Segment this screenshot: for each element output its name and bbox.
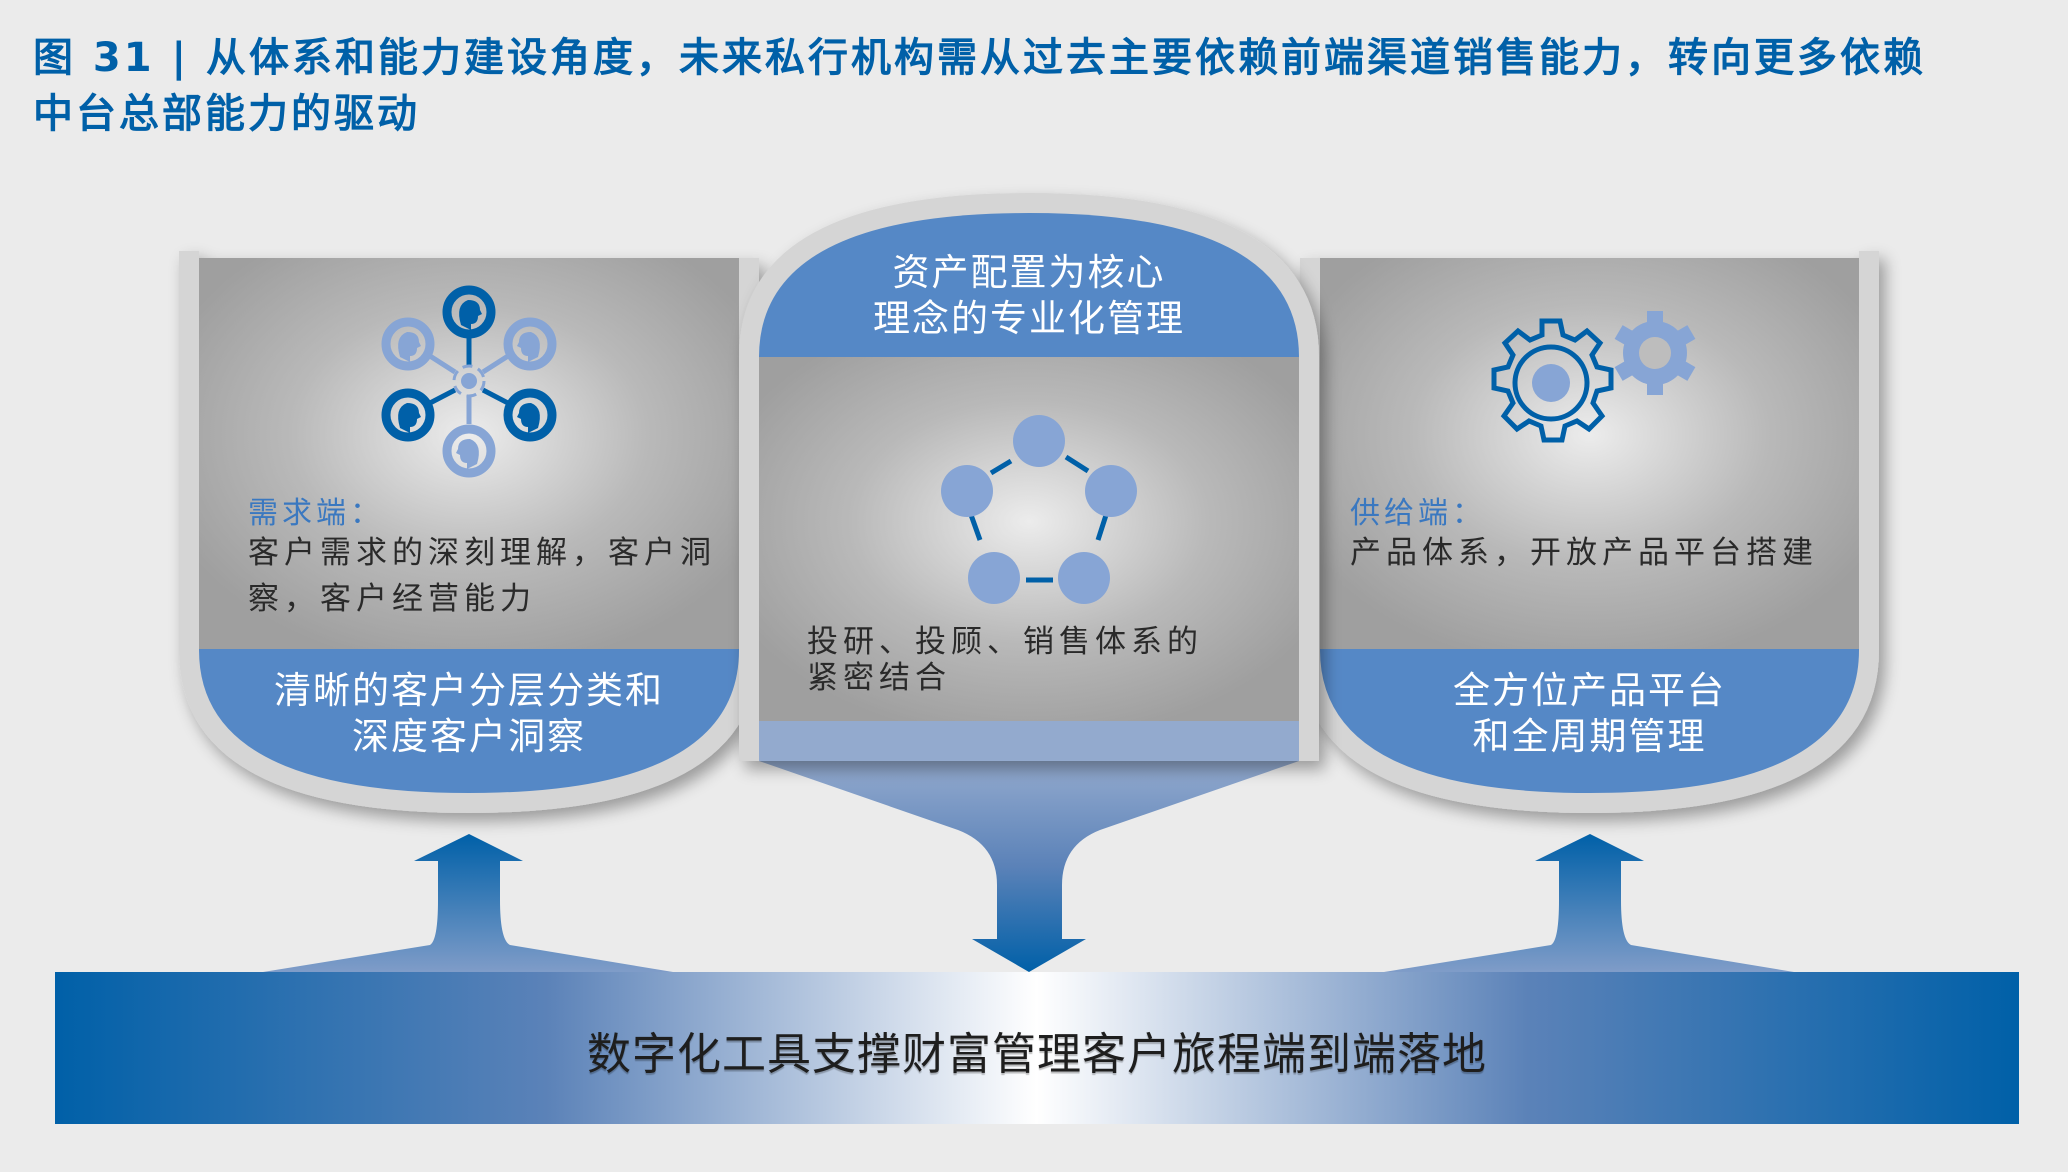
- people-network-icon: [381, 285, 557, 478]
- bottom-bar: [55, 972, 2019, 1124]
- supply-side-description: 产品体系，开放产品平台搭建: [1350, 535, 1818, 571]
- center-down-arrow: [759, 761, 1299, 972]
- left-band-caption-line-2: 深度客户洞察: [352, 715, 586, 758]
- right-band-caption-line-1: 全方位产品平台: [1453, 669, 1726, 712]
- left-band-caption: 清晰的客户分层分类和 深度客户洞察: [199, 668, 739, 760]
- figure-title-line-1: 图 31 | 从体系和能力建设角度，未来私行机构需从过去主要依赖前端渠道销售能力…: [33, 35, 1927, 81]
- right-up-arrow: [1384, 834, 1794, 972]
- figure-title: 图 31 | 从体系和能力建设角度，未来私行机构需从过去主要依赖前端渠道销售能力…: [33, 30, 2043, 142]
- right-band-caption-line-2: 和全周期管理: [1472, 715, 1707, 758]
- pentagon-nodes-icon: [941, 415, 1137, 604]
- figure-title-line-2: 中台总部能力的驱动: [33, 91, 420, 137]
- demand-side-description-line-1: 客户需求的深刻理解，客户洞: [248, 535, 716, 571]
- demand-side-label: 需求端：: [248, 496, 384, 531]
- center-description-line-1: 投研、投顾、销售体系的: [807, 624, 1203, 660]
- demand-side-description-line-2: 察，客户经营能力: [248, 581, 536, 617]
- center-band-caption: 资产配置为核心 理念的专业化管理: [759, 250, 1299, 342]
- center-band-caption-line-1: 资产配置为核心: [892, 251, 1166, 294]
- supply-side-label: 供给端：: [1350, 496, 1486, 531]
- bottom-bar-text: 数字化工具支撑财富管理客户旅程端到端落地: [587, 1029, 1487, 1080]
- left-band-caption-line-1: 清晰的客户分层分类和: [274, 669, 664, 712]
- right-band-caption: 全方位产品平台 和全周期管理: [1320, 668, 1859, 760]
- right-panel: [1300, 251, 1879, 813]
- left-up-arrow: [263, 834, 673, 972]
- center-description-line-2: 紧密结合: [807, 660, 951, 696]
- center-description: 投研、投顾、销售体系的 紧密结合: [807, 624, 1287, 696]
- center-band-caption-line-2: 理念的专业化管理: [873, 297, 1185, 340]
- gears-icon: [1491, 311, 1696, 443]
- demand-side-description: 客户需求的深刻理解，客户洞 察，客户经营能力: [248, 530, 748, 622]
- center-panel: [739, 193, 1319, 761]
